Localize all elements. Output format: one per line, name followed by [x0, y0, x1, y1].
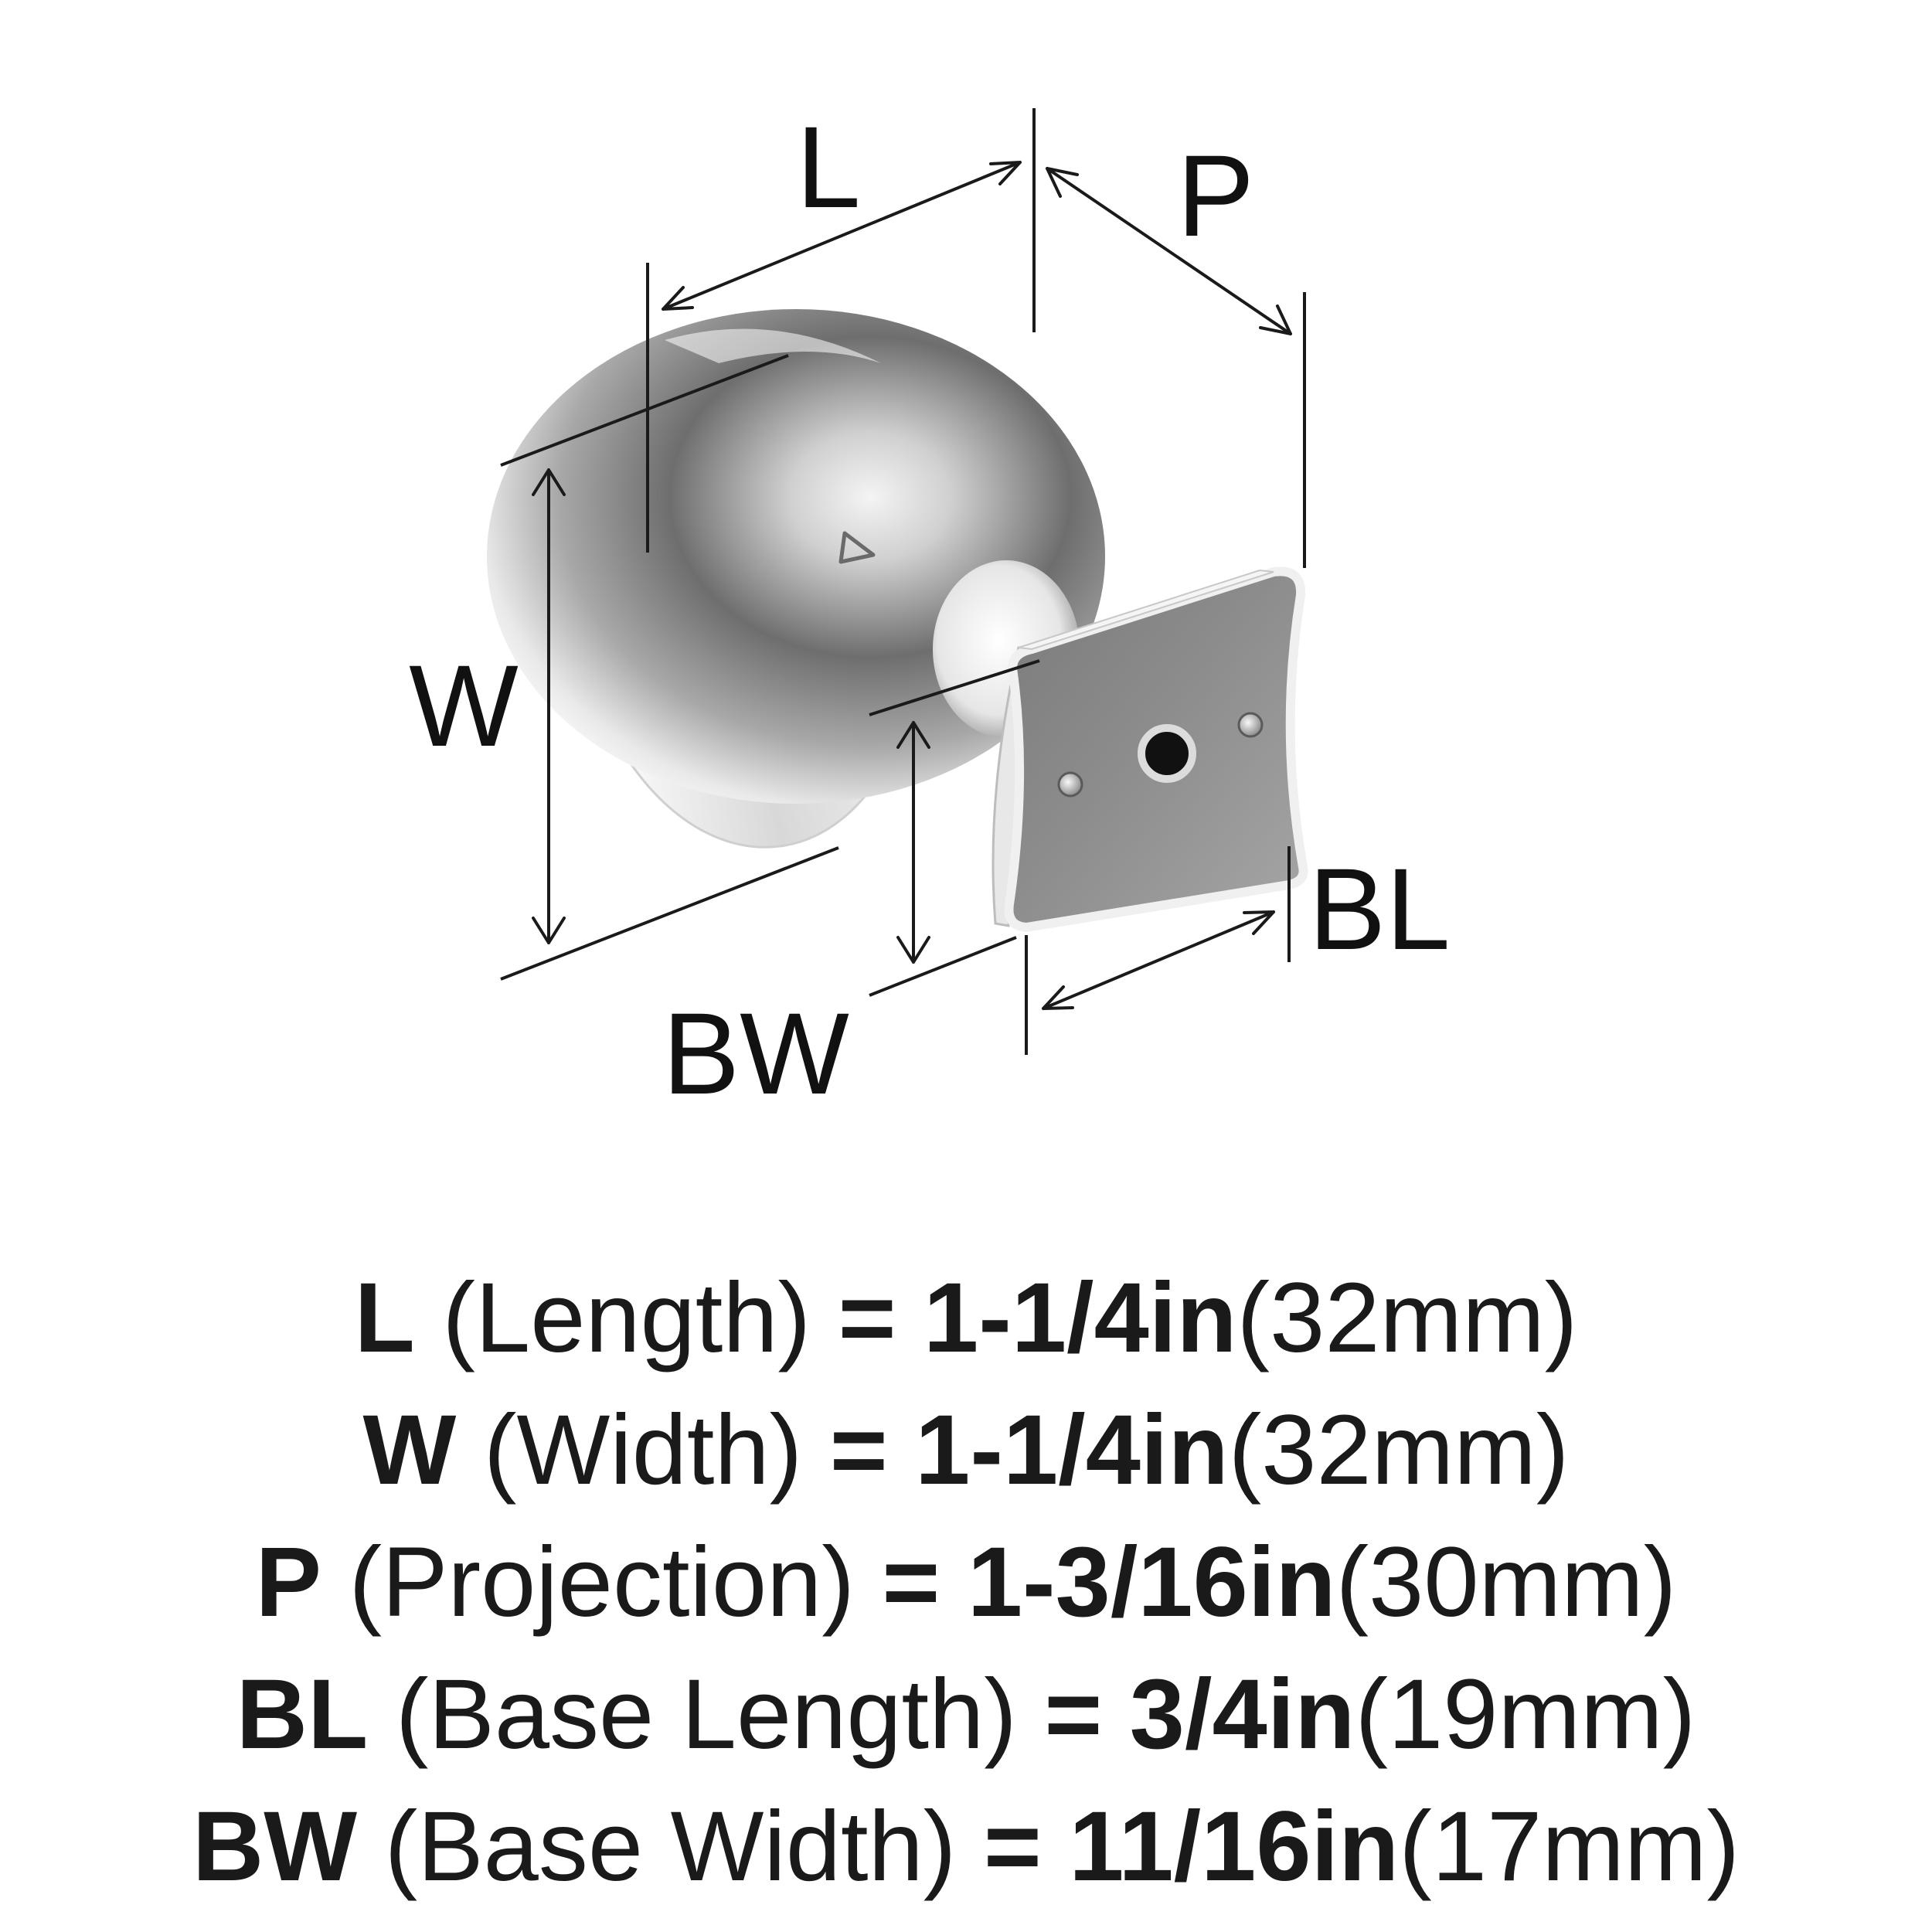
- spec-abbr: BL: [236, 1659, 369, 1770]
- spec-metric: (19mm): [1355, 1659, 1696, 1770]
- label-p: P: [1177, 131, 1254, 260]
- spec-metric: (32mm): [1228, 1395, 1570, 1505]
- logo-mark-icon: [838, 531, 876, 564]
- arrow-w: [532, 468, 566, 944]
- dimension-specs-list: L (Length) = 1-1/4in(32mm) W (Width) = 1…: [0, 1252, 1932, 1913]
- spec-imperial: 3/4in: [1129, 1659, 1355, 1770]
- spec-name: (Width): [483, 1395, 803, 1505]
- arrow-l: [662, 161, 1022, 311]
- spec-imperial: 1-1/4in: [915, 1395, 1229, 1505]
- spec-row-width: W (Width) = 1-1/4in(32mm): [0, 1384, 1932, 1516]
- knob-dome-highlight: [665, 328, 881, 363]
- ext-line-w-bottom: [500, 846, 839, 981]
- knob-dimension-diagram: L P W BW BL: [409, 102, 1451, 1118]
- spec-abbr: L: [354, 1263, 415, 1373]
- spec-imperial: 11/16in: [1069, 1791, 1400, 1902]
- spec-equals: =: [829, 1395, 888, 1505]
- spec-name: (Base Width): [384, 1791, 957, 1902]
- knob-illustration: [487, 309, 1308, 933]
- spec-row-projection: P (Projection) = 1-3/16in(30mm): [0, 1516, 1932, 1648]
- spec-equals: =: [838, 1263, 896, 1373]
- ext-line-w-top: [500, 354, 789, 467]
- arrow-bl: [1042, 910, 1275, 1010]
- spec-name: (Projection): [349, 1527, 855, 1638]
- spec-row-length: L (Length) = 1-1/4in(32mm): [0, 1252, 1932, 1384]
- spec-row-base-width: BW (Base Width) = 11/16in(17mm): [0, 1781, 1932, 1913]
- ext-line-bw-top: [869, 659, 1040, 716]
- spec-imperial: 1-1/4in: [923, 1263, 1237, 1373]
- spec-name: (Length): [442, 1263, 811, 1373]
- label-l: L: [796, 102, 860, 232]
- label-w: W: [409, 641, 519, 770]
- spec-row-base-length: BL (Base Length) = 3/4in(19mm): [0, 1648, 1932, 1781]
- spec-equals: =: [983, 1791, 1042, 1902]
- dimension-arrows: [532, 161, 1292, 1010]
- spec-name: (Base Length): [395, 1659, 1017, 1770]
- spec-metric: (30mm): [1335, 1527, 1677, 1638]
- spec-abbr: BW: [192, 1791, 358, 1902]
- ext-line-bw-bottom: [869, 936, 1017, 997]
- spec-abbr: P: [255, 1527, 321, 1638]
- label-bl: BL: [1308, 844, 1450, 974]
- spec-equals: =: [882, 1527, 940, 1638]
- extension-lines: [500, 108, 1306, 1055]
- arrow-bw: [896, 721, 930, 964]
- base-plate-top-edge: [1018, 569, 1274, 651]
- center-hole: [1138, 724, 1196, 783]
- spec-abbr: W: [362, 1395, 457, 1505]
- screw-right-icon: [1237, 712, 1264, 738]
- arrow-p: [1046, 167, 1292, 335]
- label-bw: BW: [662, 988, 849, 1118]
- screw-left-icon: [1057, 771, 1083, 798]
- spec-imperial: 1-3/16in: [967, 1527, 1336, 1638]
- spec-equals: =: [1044, 1659, 1103, 1770]
- spec-metric: (17mm): [1399, 1791, 1740, 1902]
- spec-metric: (32mm): [1236, 1263, 1578, 1373]
